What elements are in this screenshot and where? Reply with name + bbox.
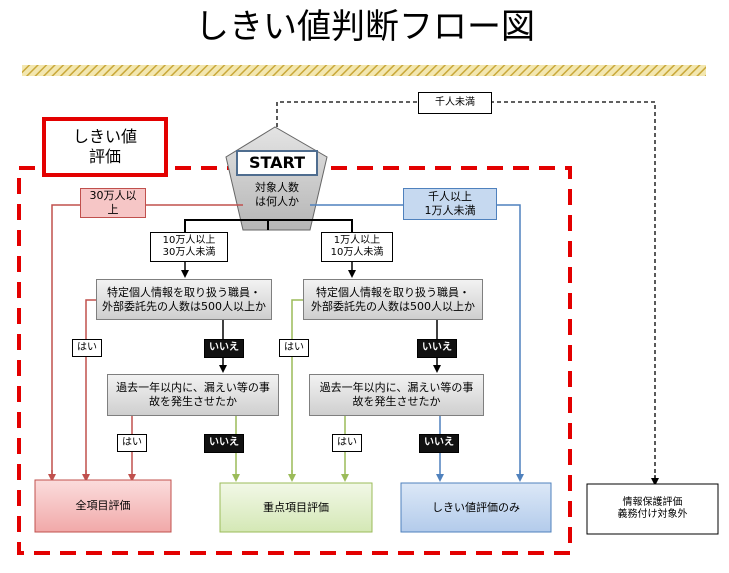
start-label: START: [236, 150, 318, 176]
answer-staff-left-yes: はい: [72, 339, 102, 357]
line-staff-left-yes: [85, 299, 96, 478]
answer-staff-right-no: いいえ: [417, 339, 457, 358]
branch-100k-300k: 10万人以上 30万人未満: [150, 232, 228, 262]
answer-leak-right-no: いいえ: [419, 434, 459, 453]
result-full-label: 全項目評価: [75, 499, 131, 513]
line-start-left: [184, 219, 269, 232]
question-staff-left: 特定個人情報を取り扱う職員・ 外部委託先の人数は500人以上か: [96, 279, 272, 320]
question-leak-left: 過去一年以内に、漏えい等の事 故を発生させたか: [107, 374, 279, 416]
result-full-box: [34, 479, 172, 533]
answer-leak-left-no: いいえ: [204, 434, 244, 453]
branch-under-1k: 千人未満: [418, 92, 492, 114]
result-threshold-box: [400, 482, 552, 533]
line-staff-right-yes: [291, 299, 303, 478]
page-title: しきい値判断フロー図: [195, 6, 535, 47]
branch-over-300k: 30万人以 上: [80, 188, 146, 218]
line-over-300k: [51, 204, 243, 478]
result-exempt-box: [586, 483, 719, 535]
answer-staff-right-yes: はい: [279, 339, 309, 357]
line-start-right: [268, 219, 353, 232]
branch-10k-100k: 1万人以上 10万人未満: [321, 232, 393, 262]
answer-leak-right-yes: はい: [332, 434, 362, 452]
result-focus-box: [219, 482, 373, 533]
answer-leak-left-yes: はい: [117, 434, 147, 452]
title-underline-band: [22, 65, 706, 76]
line-1k-10k: [310, 204, 521, 478]
result-exempt-label: 情報保護評価 義務付け対象外: [617, 496, 688, 521]
answer-staff-left-no: いいえ: [204, 339, 244, 358]
result-threshold-label: しきい値評価のみ: [432, 500, 520, 514]
result-focus-label: 重点項目評価: [263, 500, 329, 514]
legend-label: しきい値 評価: [72, 127, 137, 166]
start-question: 対象人数 は何人か: [255, 181, 299, 208]
branch-1k-10k: 千人以上 1万人未満: [403, 188, 497, 220]
question-leak-right: 過去一年以内に、漏えい等の事 故を発生させたか: [309, 374, 484, 416]
start-node: [225, 126, 328, 231]
legend-box: [42, 117, 168, 177]
question-staff-right: 特定個人情報を取り扱う職員・ 外部委託先の人数は500人以上か: [303, 279, 483, 320]
